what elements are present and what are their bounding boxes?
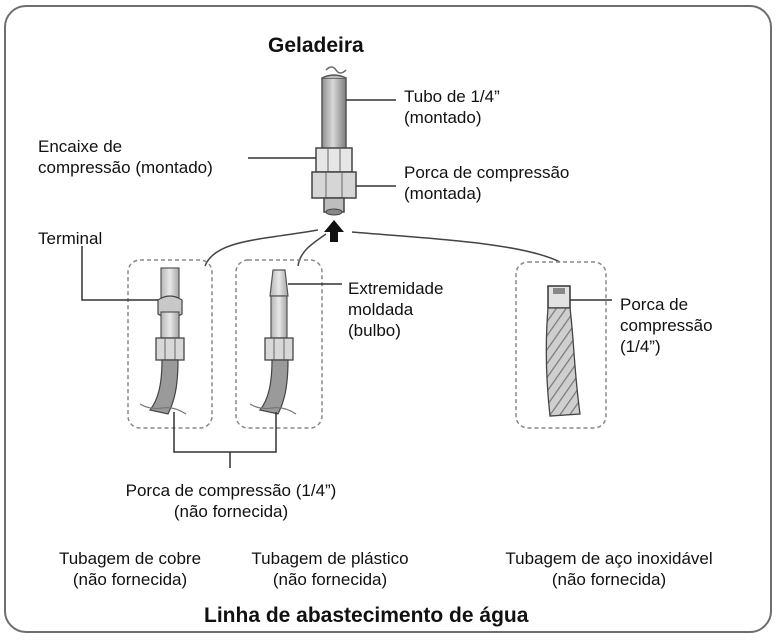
label-compression-nut-steel: Porca de compressão (1/4”)	[620, 295, 713, 356]
label-steel-tubing: Tubagem de aço inoxidável (não fornecida…	[505, 549, 713, 589]
copper-box	[127, 259, 213, 429]
steel-braided-tube	[545, 285, 581, 417]
connector-line	[204, 229, 319, 267]
label-tube: Tubo de 1/4” (montado)	[404, 87, 500, 127]
plastic-box	[235, 259, 323, 429]
fridge-tube	[321, 66, 347, 151]
diagram-frame	[4, 5, 772, 633]
plastic-tube	[249, 269, 297, 415]
label-plastic-tubing: Tubagem de plástico (não fornecida)	[251, 549, 409, 589]
compression-nut-mounted	[311, 171, 357, 216]
steel-box	[515, 261, 607, 429]
compression-fitting-mounted	[315, 147, 353, 173]
connector-line	[351, 231, 561, 263]
label-molded-end: Extremidade moldada (bulbo)	[348, 279, 444, 340]
label-compression-nut-not-supplied: Porca de compressão (1/4”) (não fornecid…	[125, 481, 337, 521]
copper-tube	[139, 267, 187, 415]
label-copper-tubing: Tubagem de cobre (não fornecida)	[58, 549, 202, 589]
leader-lines	[81, 99, 612, 468]
connector-line	[297, 233, 327, 267]
up-arrow	[324, 220, 344, 242]
label-compression-fitting: Encaixe de compressão (montado)	[38, 137, 213, 177]
title-refrigerator: Geladeira	[268, 34, 364, 57]
label-compression-nut-mounted: Porca de compressão (montada)	[404, 163, 570, 203]
label-terminal: Terminal	[38, 229, 103, 248]
title-water-supply-line: Linha de abastecimento de água	[204, 604, 529, 627]
